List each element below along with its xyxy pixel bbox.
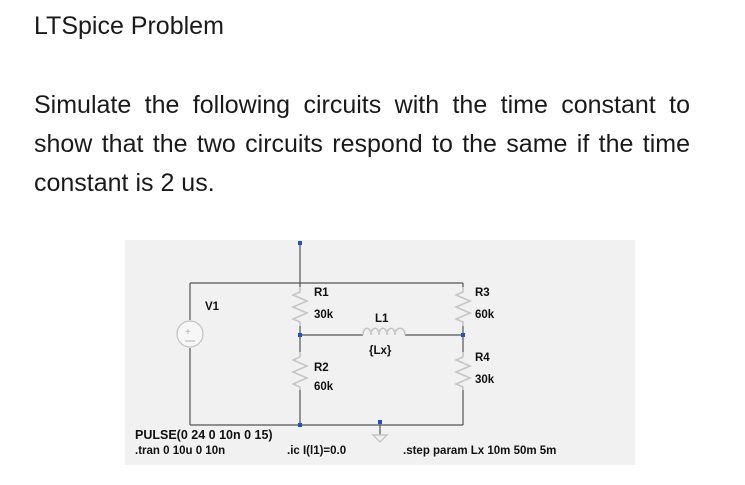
r4-name-label: R4 xyxy=(475,352,490,364)
r1-name-label: R1 xyxy=(314,287,329,299)
step-directive: .step param Lx 10m 50m 5m xyxy=(403,445,556,457)
resistor-r4-symbol xyxy=(453,352,473,390)
resistor-r3-symbol xyxy=(453,287,473,326)
svg-text:+: + xyxy=(185,327,191,338)
r3-value-label: 60k xyxy=(475,309,495,321)
ic-directive: .ic I(l1)=0.0 xyxy=(287,445,346,457)
r4-value-label: 30k xyxy=(475,374,495,386)
wires xyxy=(189,242,464,435)
node-r3-r4 xyxy=(461,333,465,337)
node-r1-r2 xyxy=(298,333,302,337)
problem-statement: Simulate the following circuits with the… xyxy=(34,91,690,197)
page-heading: LTSpice Problem xyxy=(34,12,224,40)
r3-name-label: R3 xyxy=(475,287,490,299)
inductor-l1-symbol xyxy=(362,327,406,336)
circuit-schematic: + V1 R1 30k R2 60k R3 60k R4 xyxy=(125,240,635,465)
node-top-center xyxy=(298,241,302,245)
l1-name-label: L1 xyxy=(375,313,389,325)
node-bottom-center xyxy=(298,423,302,427)
r1-value-label: 30k xyxy=(314,309,334,321)
resistor-r1-symbol xyxy=(290,287,310,326)
voltage-source-v1: + xyxy=(176,320,204,348)
resistor-r2-symbol xyxy=(290,352,310,390)
tran-directive: .tran 0 10u 0 10n xyxy=(135,445,225,457)
node-ground xyxy=(378,420,382,424)
ground-symbol xyxy=(371,434,389,443)
r2-value-label: 60k xyxy=(314,381,334,393)
pulse-directive: PULSE(0 24 0 10n 0 15) xyxy=(135,428,273,442)
l1-value-label: {Lx} xyxy=(369,345,392,357)
r2-name-label: R2 xyxy=(314,362,329,374)
schematic-svg: + V1 R1 30k R2 60k R3 60k R4 xyxy=(135,241,556,457)
v1-label: V1 xyxy=(205,301,220,313)
